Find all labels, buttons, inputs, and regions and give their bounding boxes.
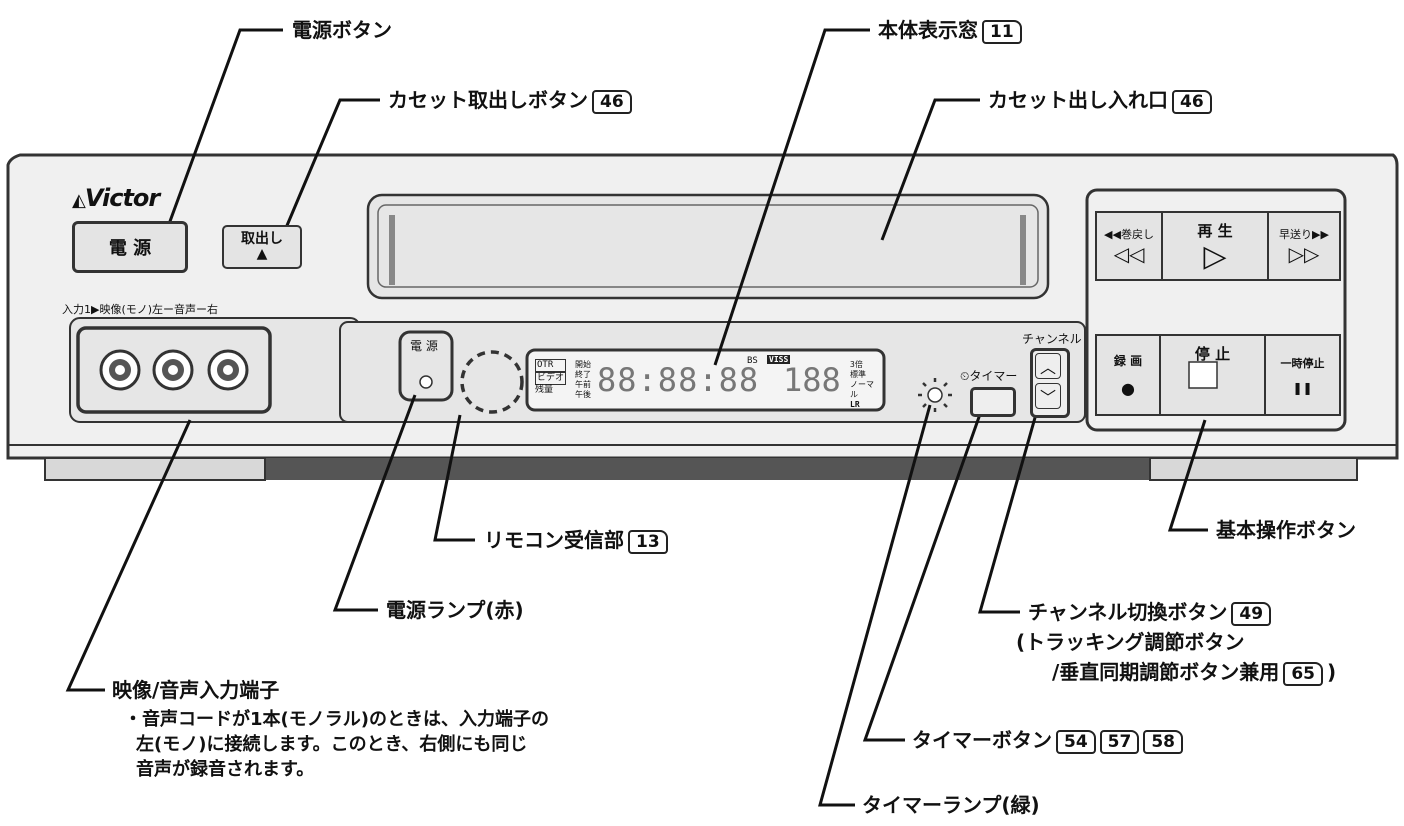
eject-icon: ▲ (256, 246, 268, 262)
play-label: 再 生 (1197, 221, 1233, 240)
basic-buttons-highlight (1085, 188, 1347, 432)
channel-buttons: ︿ ﹀ (1030, 348, 1070, 418)
input-note: ・音声コードが1本(モノラル)のときは、入力端子の 左(モノ)に接続します。この… (124, 707, 549, 782)
display-remain: 残量 (535, 385, 554, 395)
display-end: 終了 (575, 370, 591, 379)
ff-label: 早送り▶▶ (1279, 228, 1329, 241)
page-ref: 13 (628, 530, 668, 554)
pause-icon: ❚❚ (1292, 381, 1313, 395)
pause-button[interactable]: 一時停止 ❚❚ (1265, 335, 1340, 415)
eject-button-label: 取出し (241, 230, 283, 247)
display-otr: OTR (535, 359, 567, 372)
foot-left (44, 457, 266, 481)
record-label: 録 画 (1113, 354, 1143, 368)
stop-label: 停 止 (1194, 345, 1231, 363)
eject-button[interactable]: 取出し ▲ (222, 225, 302, 269)
pause-label: 一時停止 (1280, 357, 1325, 370)
page-ref: 46 (592, 90, 632, 114)
power-lamp-label: 電 源 (410, 339, 438, 353)
channel-down-button[interactable]: ﹀ (1035, 383, 1061, 409)
jack-highlight (76, 326, 272, 414)
leader-lines (65, 28, 1208, 807)
display-standard: 標準 (850, 370, 866, 379)
power-lamp-highlight (398, 330, 454, 402)
timer-label: ⏲タイマー (960, 369, 1018, 383)
callout-input-jacks: 映像/音声入力端子 (112, 678, 280, 702)
callout-power-button: 電源ボタン (292, 18, 392, 42)
play-button[interactable]: 再 生 ▷ (1162, 212, 1268, 280)
ff-icon: ▷▷ (1288, 242, 1320, 266)
display-triple: 3倍 (850, 360, 863, 369)
ff-button[interactable]: 早送り▶▶ ▷▷ (1268, 212, 1340, 280)
page-ref: 11 (982, 20, 1022, 44)
jack-audio-right (207, 349, 249, 391)
display-lr: LR (850, 400, 860, 409)
foot-right (1149, 457, 1358, 481)
display-start: 開始 (575, 360, 591, 369)
display-window (525, 348, 886, 412)
display-bs: BS (747, 356, 758, 366)
stop-button[interactable]: 停 止 (1160, 335, 1265, 415)
timer-lamp (918, 378, 952, 412)
timer-button[interactable] (970, 387, 1016, 417)
remote-sensor (460, 350, 524, 414)
jack-audio-left (152, 349, 194, 391)
rewind-icon: ◁◁ (1113, 242, 1145, 266)
brand-icon: ◭ (72, 190, 86, 211)
callout-power-lamp: 電源ランプ(赤) (386, 598, 524, 622)
callout-basic-buttons: 基本操作ボタン (1216, 518, 1356, 542)
rewind-label: ◀◀巻戻し (1104, 228, 1154, 241)
channel-up-button[interactable]: ︿ (1035, 353, 1061, 379)
display-time: 88:88:88 (597, 361, 760, 399)
channel-label: チャンネル (1022, 332, 1082, 346)
display-contents: OTR ビデオ 残量 開始 終了 午前 午後 88:88:88 BS VISS … (535, 355, 880, 409)
stop-icon (1188, 361, 1218, 389)
page-ref: 57 (1099, 730, 1140, 754)
brand-logo: ◭Victor (72, 184, 160, 212)
page-ref: 58 (1143, 730, 1184, 754)
chevron-down-icon: ﹀ (1039, 388, 1056, 407)
display-normal: ノーマル (850, 380, 874, 399)
input-note-line-3: 音声が録音されます。 (136, 759, 315, 780)
page-ref: 65 (1283, 662, 1323, 686)
power-button[interactable]: 電 源 (72, 221, 188, 273)
display-vhs: VISS (767, 355, 791, 364)
record-icon: ● (1121, 379, 1135, 398)
page-ref: 54 (1056, 730, 1096, 754)
power-lamp (419, 375, 433, 389)
callout-tracking-line: (トラッキング調節ボタン (1016, 630, 1245, 654)
rewind-button[interactable]: ◀◀巻戻し ◁◁ (1096, 212, 1162, 280)
page-ref: 49 (1231, 602, 1272, 626)
input-label: 入力1▶映像(モノ)左ー音声ー右 (62, 303, 219, 316)
callout-timer-lamp: タイマーランプ(緑) (862, 793, 1040, 817)
page-ref: 46 (1172, 90, 1212, 114)
display-am: 午前 (575, 380, 591, 389)
vcr-base (45, 458, 1357, 480)
chevron-up-icon: ︿ (1039, 358, 1056, 377)
input-note-line-1: ・音声コードが1本(モノラル)のときは、入力端子の (124, 709, 549, 730)
record-button[interactable]: 録 画 ● (1096, 335, 1160, 415)
display-channel: 188 (783, 361, 841, 399)
display-video: ビデオ (535, 372, 567, 385)
display-pm: 午後 (575, 390, 591, 399)
input-note-line-2: 左(モノ)に接続します。このとき、右側にも同じ (136, 734, 528, 755)
jack-video (99, 349, 141, 391)
play-icon: ▷ (1203, 238, 1227, 274)
power-button-label: 電 源 (108, 238, 152, 259)
cassette-slot (366, 193, 1050, 300)
